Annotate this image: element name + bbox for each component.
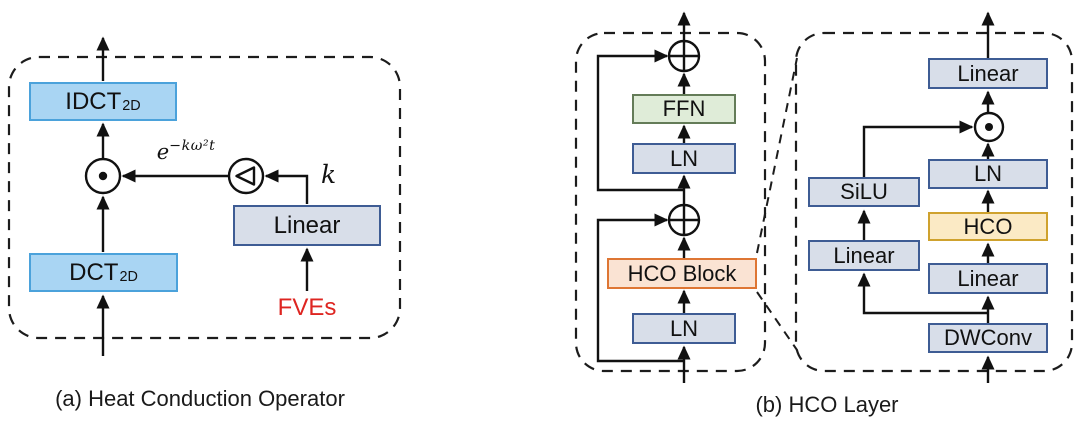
hco-box: HCO (928, 212, 1048, 241)
panel-b-block-boundary (574, 31, 767, 373)
ffn-box: FFN (632, 94, 736, 124)
linear-out-box: Linear (928, 58, 1048, 89)
caption-panel-a: (a) Heat Conduction Operator (55, 386, 345, 411)
ln-detail-box: LN (928, 159, 1048, 189)
silu-box: SiLU (808, 177, 920, 207)
linear-in-box: Linear (928, 263, 1048, 294)
multiply-icon (84, 157, 122, 195)
arrow-linear-to-gate (264, 169, 309, 204)
ffn-label: FFN (662, 96, 706, 121)
ln-top-label: LN (669, 145, 699, 171)
linear-label: Linear (273, 211, 341, 239)
skip-connection-upper (596, 49, 684, 192)
hco-block-label: HCO Block (627, 260, 737, 286)
dct-label: DCT (69, 258, 119, 286)
exp-base: e (156, 140, 170, 164)
dwconv-box: DWConv (928, 323, 1048, 353)
linear-in-label: Linear (957, 265, 1019, 291)
hco-label: HCO (963, 213, 1013, 239)
multiply-icon (973, 111, 1005, 143)
caption-panel-b: (b) HCO Layer (755, 392, 899, 417)
skip-connection-lower (596, 213, 684, 363)
panel-b-detail-boundary (794, 31, 1074, 373)
idct-sub: 2D (122, 98, 141, 115)
add-icon (667, 203, 701, 237)
branch-to-gate-linear (857, 272, 988, 315)
silu-label: SiLU (840, 179, 888, 204)
ln-bottom-box: LN (632, 313, 736, 344)
linear-box: Linear (233, 205, 381, 246)
fves-label: FVEs (277, 294, 337, 321)
dct-sub: 2D (119, 269, 138, 286)
gate-icon (227, 157, 265, 195)
add-icon (667, 39, 701, 73)
ln-top-box: LN (632, 143, 736, 174)
exp-exponent: −kω²t (169, 137, 216, 154)
linear-gate-box: Linear (808, 240, 920, 271)
ln-bottom-label: LN (669, 315, 699, 341)
dwconv-label: DWConv (943, 325, 1032, 350)
linear-out-label: Linear (957, 60, 1019, 86)
zoom-leader-top (756, 57, 798, 254)
idct-label: IDCT (65, 87, 122, 115)
exp-decay-label: e−kω²t (138, 137, 234, 164)
hco-block-box: HCO Block (607, 258, 757, 289)
zoom-leader-bottom (756, 291, 798, 351)
ln-detail-label: LN (973, 161, 1003, 186)
k-label: k (321, 160, 337, 189)
arrow-silu-to-multiply (862, 120, 974, 177)
linear-gate-label: Linear (833, 242, 895, 268)
